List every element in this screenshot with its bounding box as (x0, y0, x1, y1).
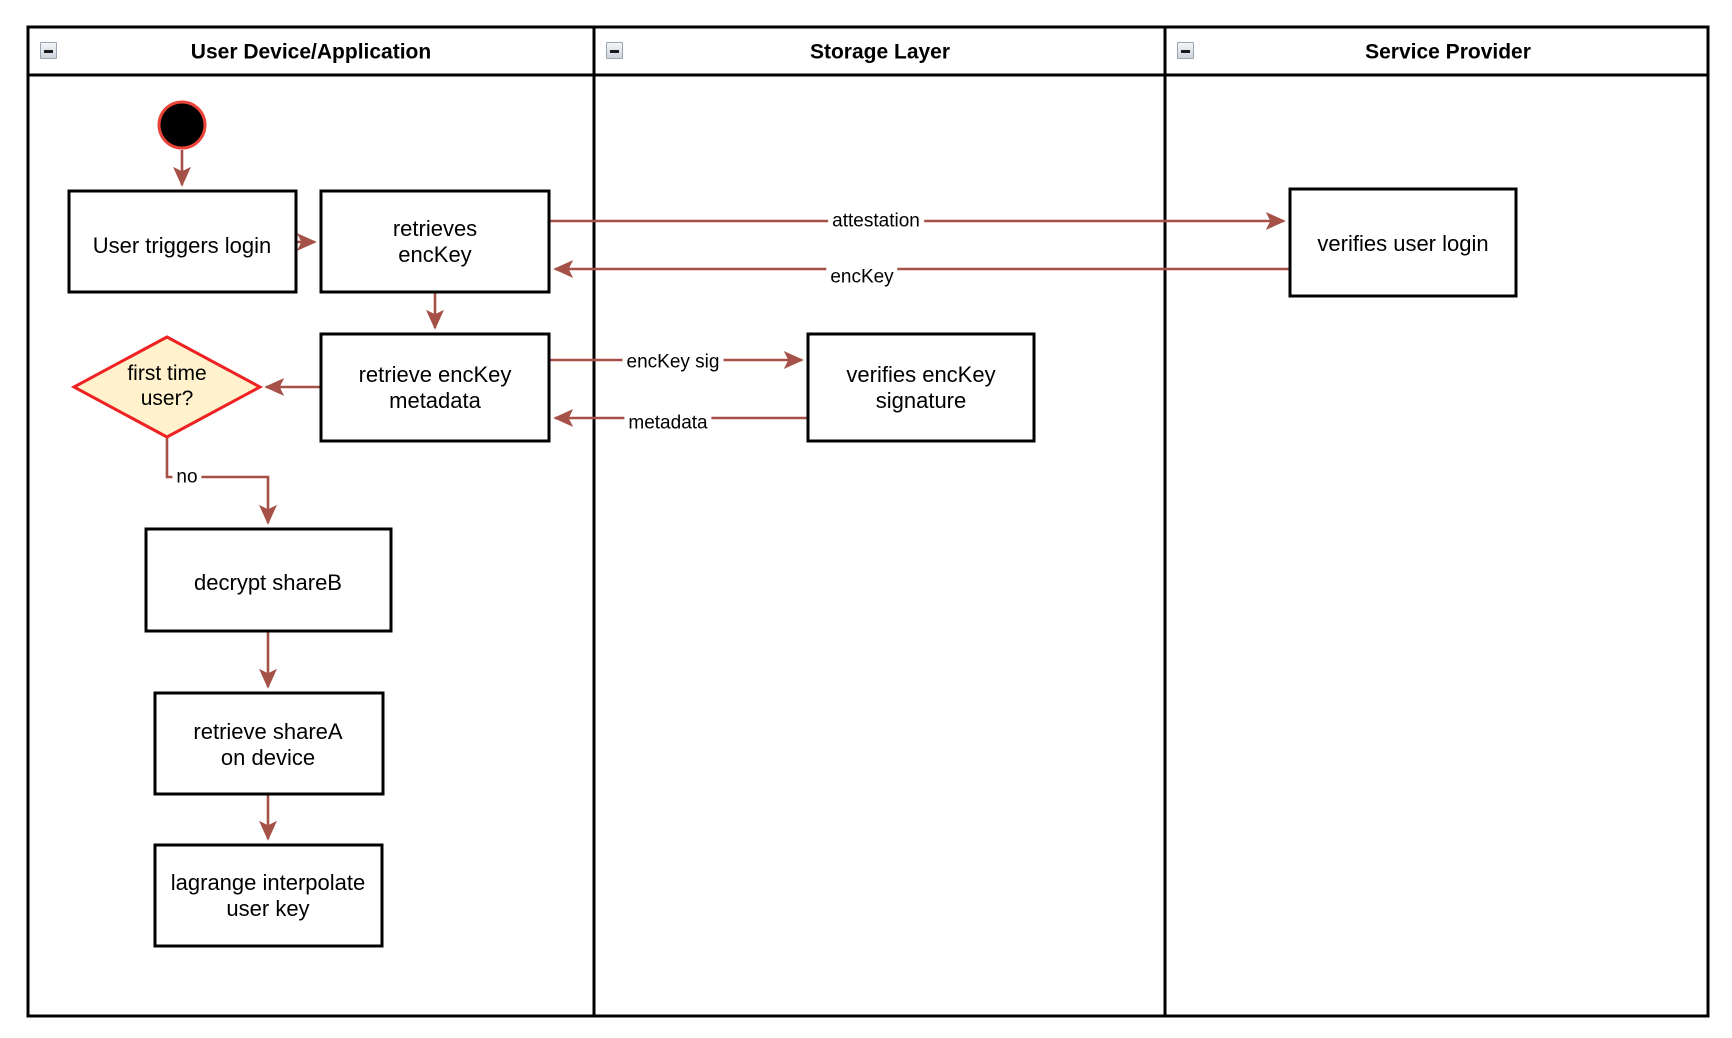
edge-label-metadata: metadata (624, 413, 712, 433)
lane-title-user-device: User Device/Application (190, 40, 432, 64)
node-retrieves-enckey[interactable] (319, 189, 551, 294)
edge-label-attestation: attestation (828, 211, 924, 231)
collapse-minus-icon-storage[interactable] (606, 42, 623, 59)
node-verifies-enckey-signature[interactable] (806, 332, 1036, 443)
lane-title-storage: Storage Layer (809, 40, 951, 64)
collapse-minus-icon-service-provider[interactable] (1177, 42, 1194, 59)
edge-label-enckey: encKey (826, 267, 898, 287)
node-lagrange-interpolate-user-key[interactable] (153, 843, 384, 948)
node-first-time-user-decision[interactable] (70, 335, 264, 439)
lane-title-service-provider: Service Provider (1365, 40, 1531, 64)
edge-decision-no (165, 437, 278, 525)
edge-label-decision-no: no (172, 467, 202, 487)
collapse-minus-icon-user-device[interactable] (40, 42, 57, 59)
node-user-triggers-login[interactable] (67, 189, 298, 294)
node-retrieve-enckey-metadata[interactable] (319, 332, 551, 443)
node-decrypt-shareb[interactable] (144, 527, 393, 633)
edge-label-enckey-sig: encKey sig (622, 352, 724, 372)
node-verifies-user-login[interactable] (1288, 187, 1518, 298)
node-retrieve-sharea-on-device[interactable] (153, 691, 385, 796)
node-start[interactable] (157, 100, 207, 150)
